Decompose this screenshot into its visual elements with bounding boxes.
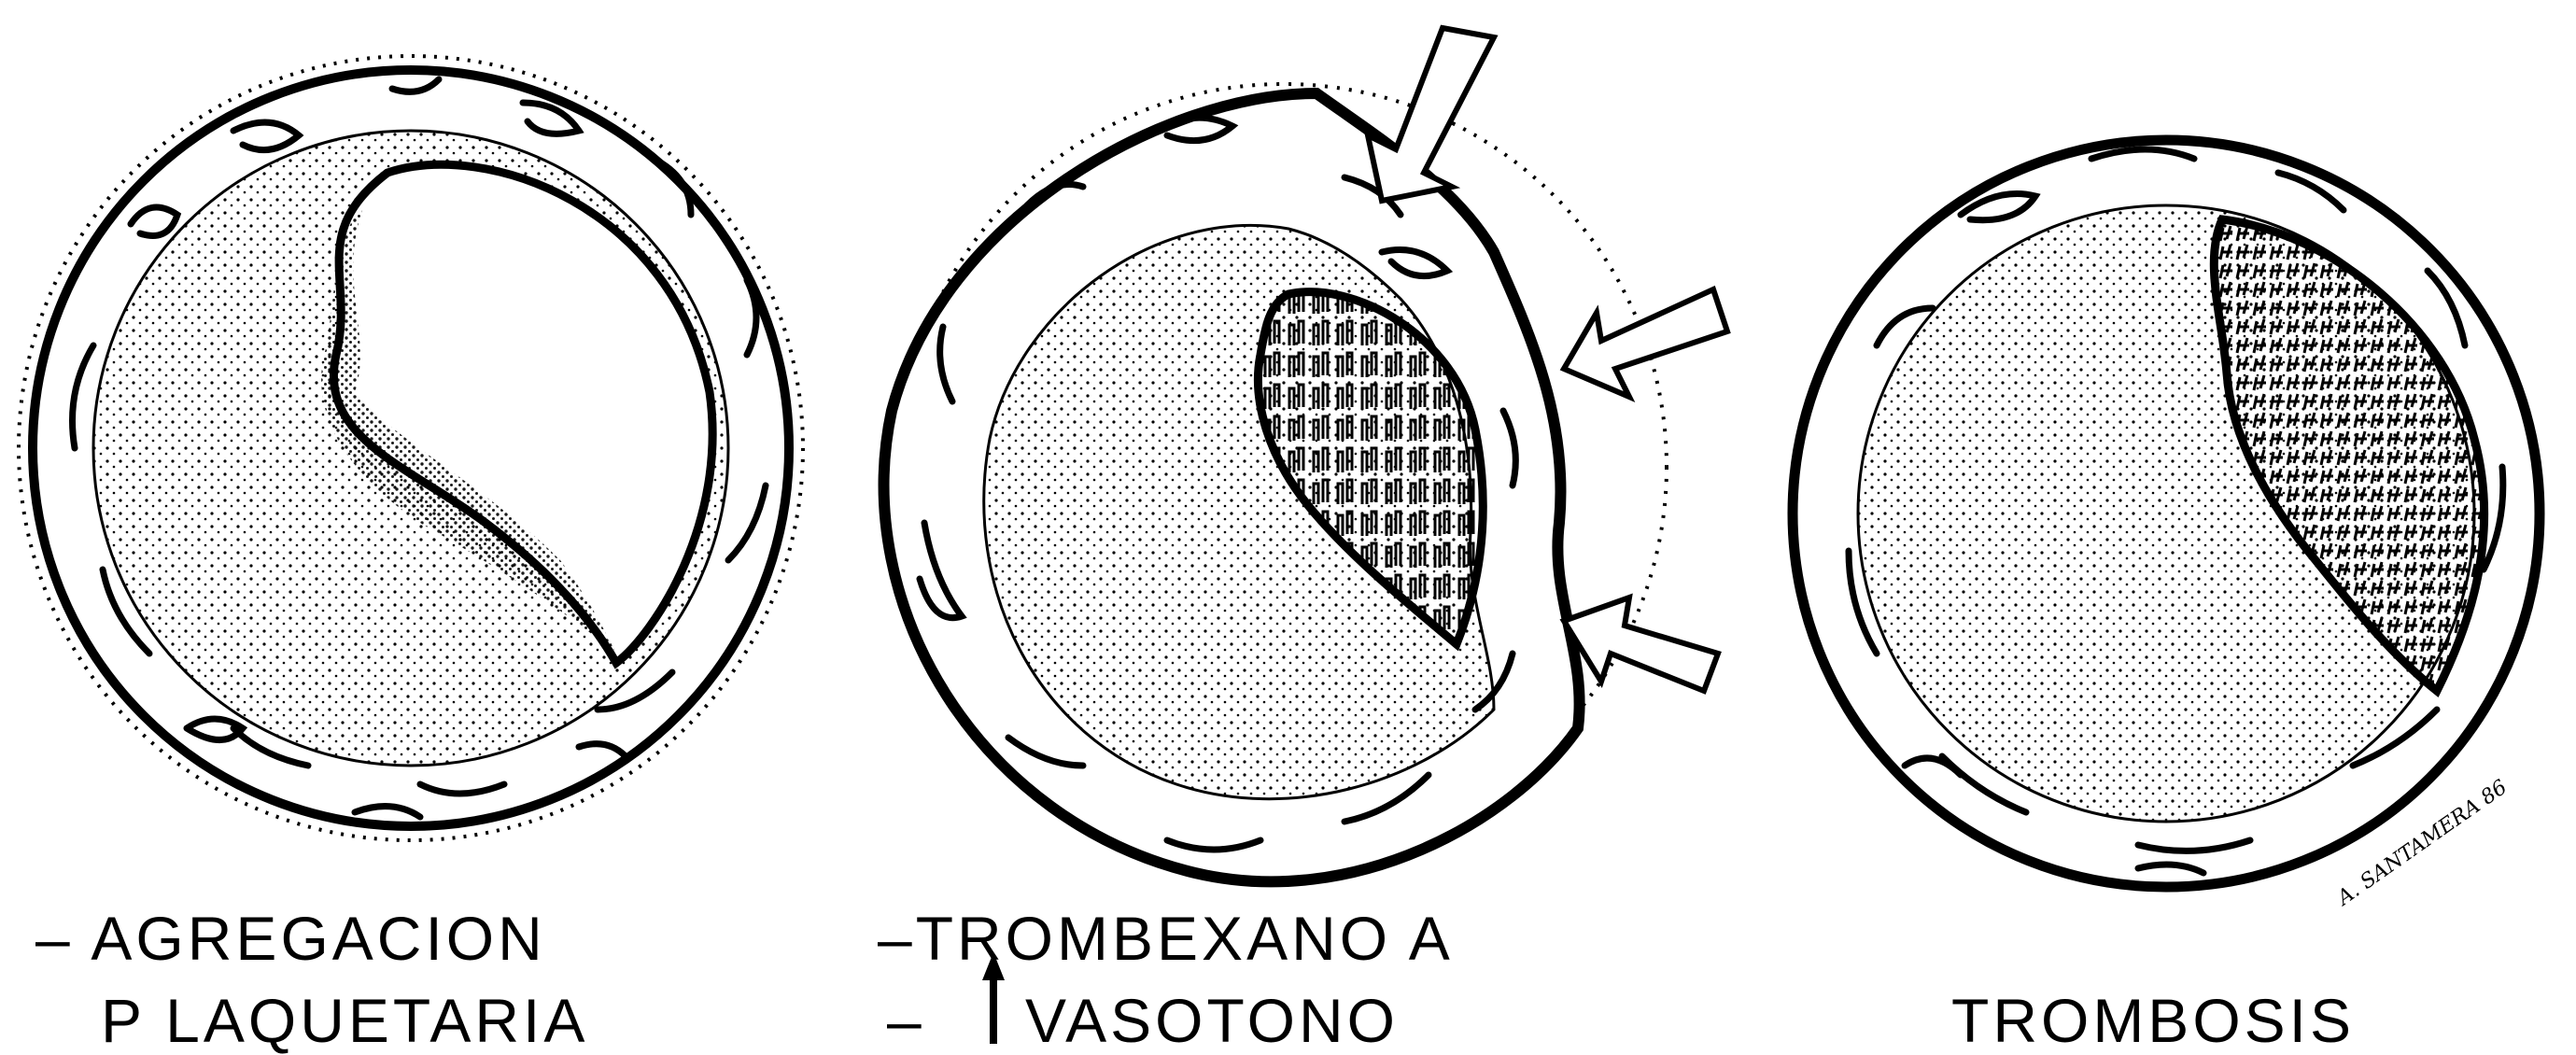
caption-agregacion-line2: P LAQUETARIA bbox=[101, 990, 588, 1051]
constriction-arrow-icon bbox=[1368, 28, 1494, 201]
constriction-arrow-icon bbox=[1564, 289, 1727, 397]
vessel-panel-trombosis bbox=[1793, 140, 2540, 887]
caption-trombexano-line2-dash: – bbox=[887, 990, 925, 1051]
caption-agregacion-line1: – AGREGACION bbox=[35, 907, 546, 969]
constriction-arrow-icon bbox=[1564, 598, 1718, 691]
caption-trombosis: TROMBOSIS bbox=[1951, 990, 2355, 1051]
caption-trombexano-line1: –TROMBEXANO A bbox=[878, 907, 1454, 969]
vessel-panel-trombexano bbox=[884, 28, 1727, 881]
vessel-panel-agregacion bbox=[19, 56, 803, 840]
caption-trombexano-vasotono: VASOTONO bbox=[1025, 990, 1399, 1051]
